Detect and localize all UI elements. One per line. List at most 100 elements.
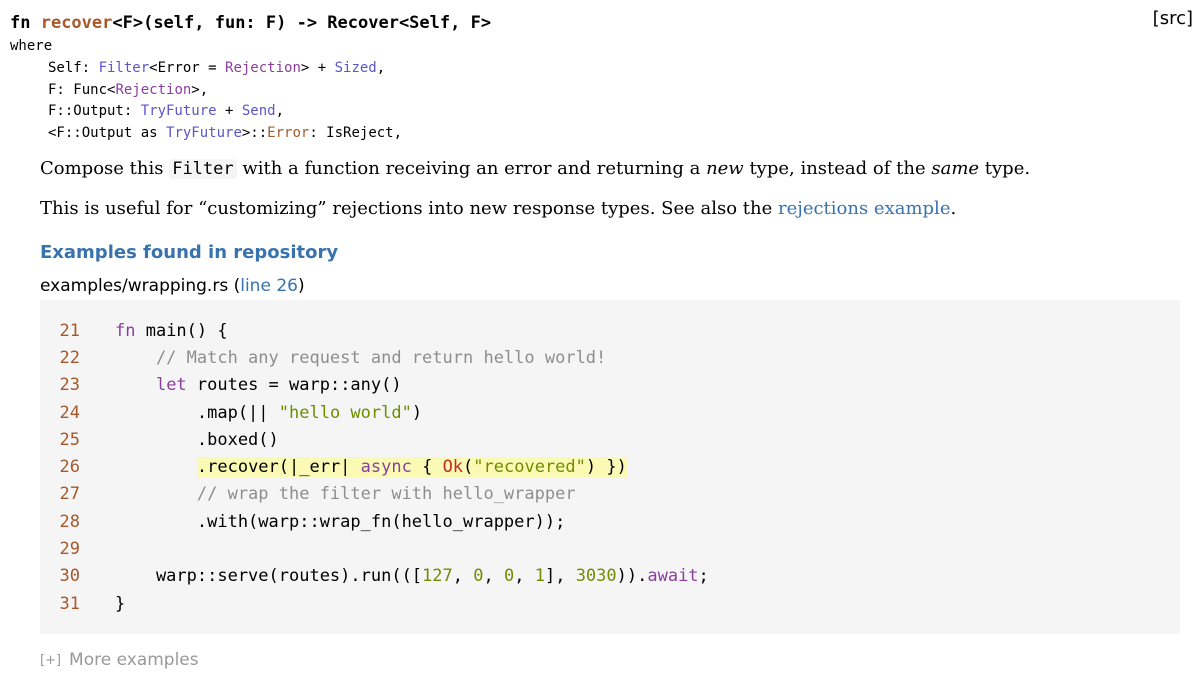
code-token: warp::serve(routes).run(([ — [115, 566, 423, 587]
where-text: <F::Output as — [48, 124, 167, 141]
code-token: Ok — [442, 457, 464, 478]
line-number: 22 — [59, 347, 80, 368]
code-text: fn main() { — [115, 321, 228, 341]
where-text: F: Func< — [48, 81, 116, 98]
line-number: 21 — [59, 320, 80, 341]
type-link[interactable]: Rejection — [115, 81, 192, 98]
code-text: warp::serve(routes).run(([127, 0, 0, 1],… — [115, 566, 709, 586]
code-line: 24 .map(|| "hello world") — [40, 399, 1180, 426]
code-token: // wrap the filter with hello_wrapper — [115, 484, 576, 505]
rejections-example-link[interactable]: rejections example — [777, 198, 951, 219]
where-text: , — [275, 103, 285, 119]
code-text: let routes = warp::any() — [115, 375, 402, 395]
code-token: } — [115, 593, 126, 614]
example-file-name: examples/wrapping.rs — [40, 276, 229, 296]
type-link[interactable]: Send — [241, 103, 276, 119]
code-token: "recovered" — [473, 457, 586, 478]
more-examples-toggle[interactable]: [+] More examples — [40, 650, 199, 670]
code-token — [115, 375, 156, 395]
expand-toggle-icon[interactable]: [+] — [40, 652, 62, 668]
type-link[interactable]: TryFuture — [140, 103, 217, 119]
code-line: 27 // wrap the filter with hello_wrapper — [40, 481, 1180, 508]
doc-paragraph-1: Compose this Filter with a function rece… — [40, 158, 1031, 179]
where-text: <Error = — [149, 60, 226, 76]
code-line: 21 fn main() { — [40, 317, 1180, 344]
type-link[interactable]: Error — [267, 124, 310, 141]
code-token: 3030 — [575, 566, 617, 587]
code-token: .recover(|_err| — [196, 457, 361, 478]
code-line: 22 // Match any request and return hello… — [40, 344, 1180, 371]
code-token: 0 — [473, 566, 484, 587]
code-token: "hello world" — [278, 402, 412, 423]
code-text: .recover(|_err| async { Ok("recovered") … — [115, 457, 627, 478]
code-token: await — [647, 566, 699, 587]
where-keyword: where — [10, 38, 53, 54]
code-text: .with(warp::wrap_fn(hello_wrapper)); — [115, 512, 565, 532]
signature-text: fn recover<F>(self, fun: F) -> Recover<S… — [10, 13, 491, 33]
where-bound-line: F: Func<Rejection>, — [48, 80, 402, 102]
code-token: , — [452, 566, 474, 587]
more-examples-label[interactable]: More examples — [69, 650, 199, 670]
code-token: ( — [463, 457, 474, 478]
line-number: 24 — [59, 402, 80, 423]
code-token: main() { — [135, 320, 228, 341]
code-token: 1 — [534, 566, 545, 587]
code-line: 25 .boxed() — [40, 426, 1180, 453]
code-line: 31} — [40, 590, 1180, 617]
examples-heading: Examples found in repository — [40, 242, 339, 263]
where-text: >:: — [241, 124, 268, 141]
code-lines: 21 fn main() { 22 // Match any request and… — [40, 317, 1180, 617]
code-line: 23 let routes = warp::any() — [40, 372, 1180, 399]
code-token: .map(|| — [115, 402, 279, 423]
inline-code-filter: Filter — [169, 159, 237, 179]
line-number: 31 — [59, 593, 80, 614]
where-text: , — [376, 60, 386, 76]
code-token: 0 — [503, 566, 515, 587]
line-number: 27 — [59, 484, 80, 505]
where-bound-line: <F::Output as TryFuture>::Error: IsRejec… — [48, 123, 402, 145]
code-token: async — [360, 457, 412, 478]
code-line: 29 — [40, 535, 1180, 562]
type-link[interactable]: TryFuture — [166, 124, 242, 141]
code-token: .boxed() — [115, 429, 279, 450]
code-text: // Match any request and return hello wo… — [115, 348, 606, 368]
where-text: Self: — [48, 60, 99, 76]
line-number: 29 — [59, 539, 80, 560]
example-code-block: 21 fn main() { 22 // Match any request and… — [40, 300, 1180, 634]
code-token: // Match any request and return hello wo… — [115, 347, 607, 368]
type-link[interactable]: Filter — [98, 60, 150, 76]
code-token: ) — [411, 402, 423, 423]
code-token: .with(warp::wrap_fn(hello_wrapper)); — [115, 511, 566, 532]
line-number: 23 — [59, 375, 80, 396]
method-signature: fn recover<F>(self, fun: F) -> Recover<S… — [10, 8, 1189, 38]
signature-params: <F>(self, fun: F) -> Recover<Self, F> — [112, 13, 492, 33]
code-token: fn — [115, 320, 136, 341]
highlighted-code: .recover(|_err| async { Ok("recovered") … — [196, 457, 627, 478]
code-token: , — [514, 566, 535, 587]
example-line-link[interactable]: line 26 — [240, 276, 298, 296]
where-bound-line: Self: Filter<Error = Rejection> + Sized, — [48, 58, 402, 80]
code-text: // wrap the filter with hello_wrapper — [115, 484, 576, 504]
code-token: , — [483, 566, 504, 587]
code-token: ], — [544, 566, 576, 587]
code-token: )). — [616, 566, 648, 587]
method-name-link[interactable]: recover — [40, 13, 113, 33]
type-link[interactable]: Rejection — [225, 60, 301, 76]
code-token: { — [411, 457, 443, 478]
code-token: ; — [698, 566, 709, 587]
code-line: 26 .recover(|_err| async { Ok("recovered… — [40, 453, 1180, 480]
code-text: .boxed() — [115, 430, 279, 450]
src-link[interactable]: [src] — [1152, 8, 1193, 29]
code-line: 28 .with(warp::wrap_fn(hello_wrapper)); — [40, 508, 1180, 535]
where-bound-line: F::Output: TryFuture + Send, — [48, 101, 402, 123]
code-token — [115, 457, 197, 477]
where-text: : IsReject, — [309, 124, 403, 141]
code-token: 127 — [422, 566, 453, 587]
doc-paragraph-2: This is useful for “customizing” rejecti… — [40, 198, 957, 219]
where-text: > + — [300, 60, 335, 76]
code-line: 30 warp::serve(routes).run(([127, 0, 0, … — [40, 563, 1180, 590]
code-token: routes = warp::any() — [186, 375, 402, 396]
type-link[interactable]: Sized — [334, 60, 377, 76]
fn-keyword: fn — [10, 13, 41, 33]
line-number: 30 — [59, 566, 80, 587]
